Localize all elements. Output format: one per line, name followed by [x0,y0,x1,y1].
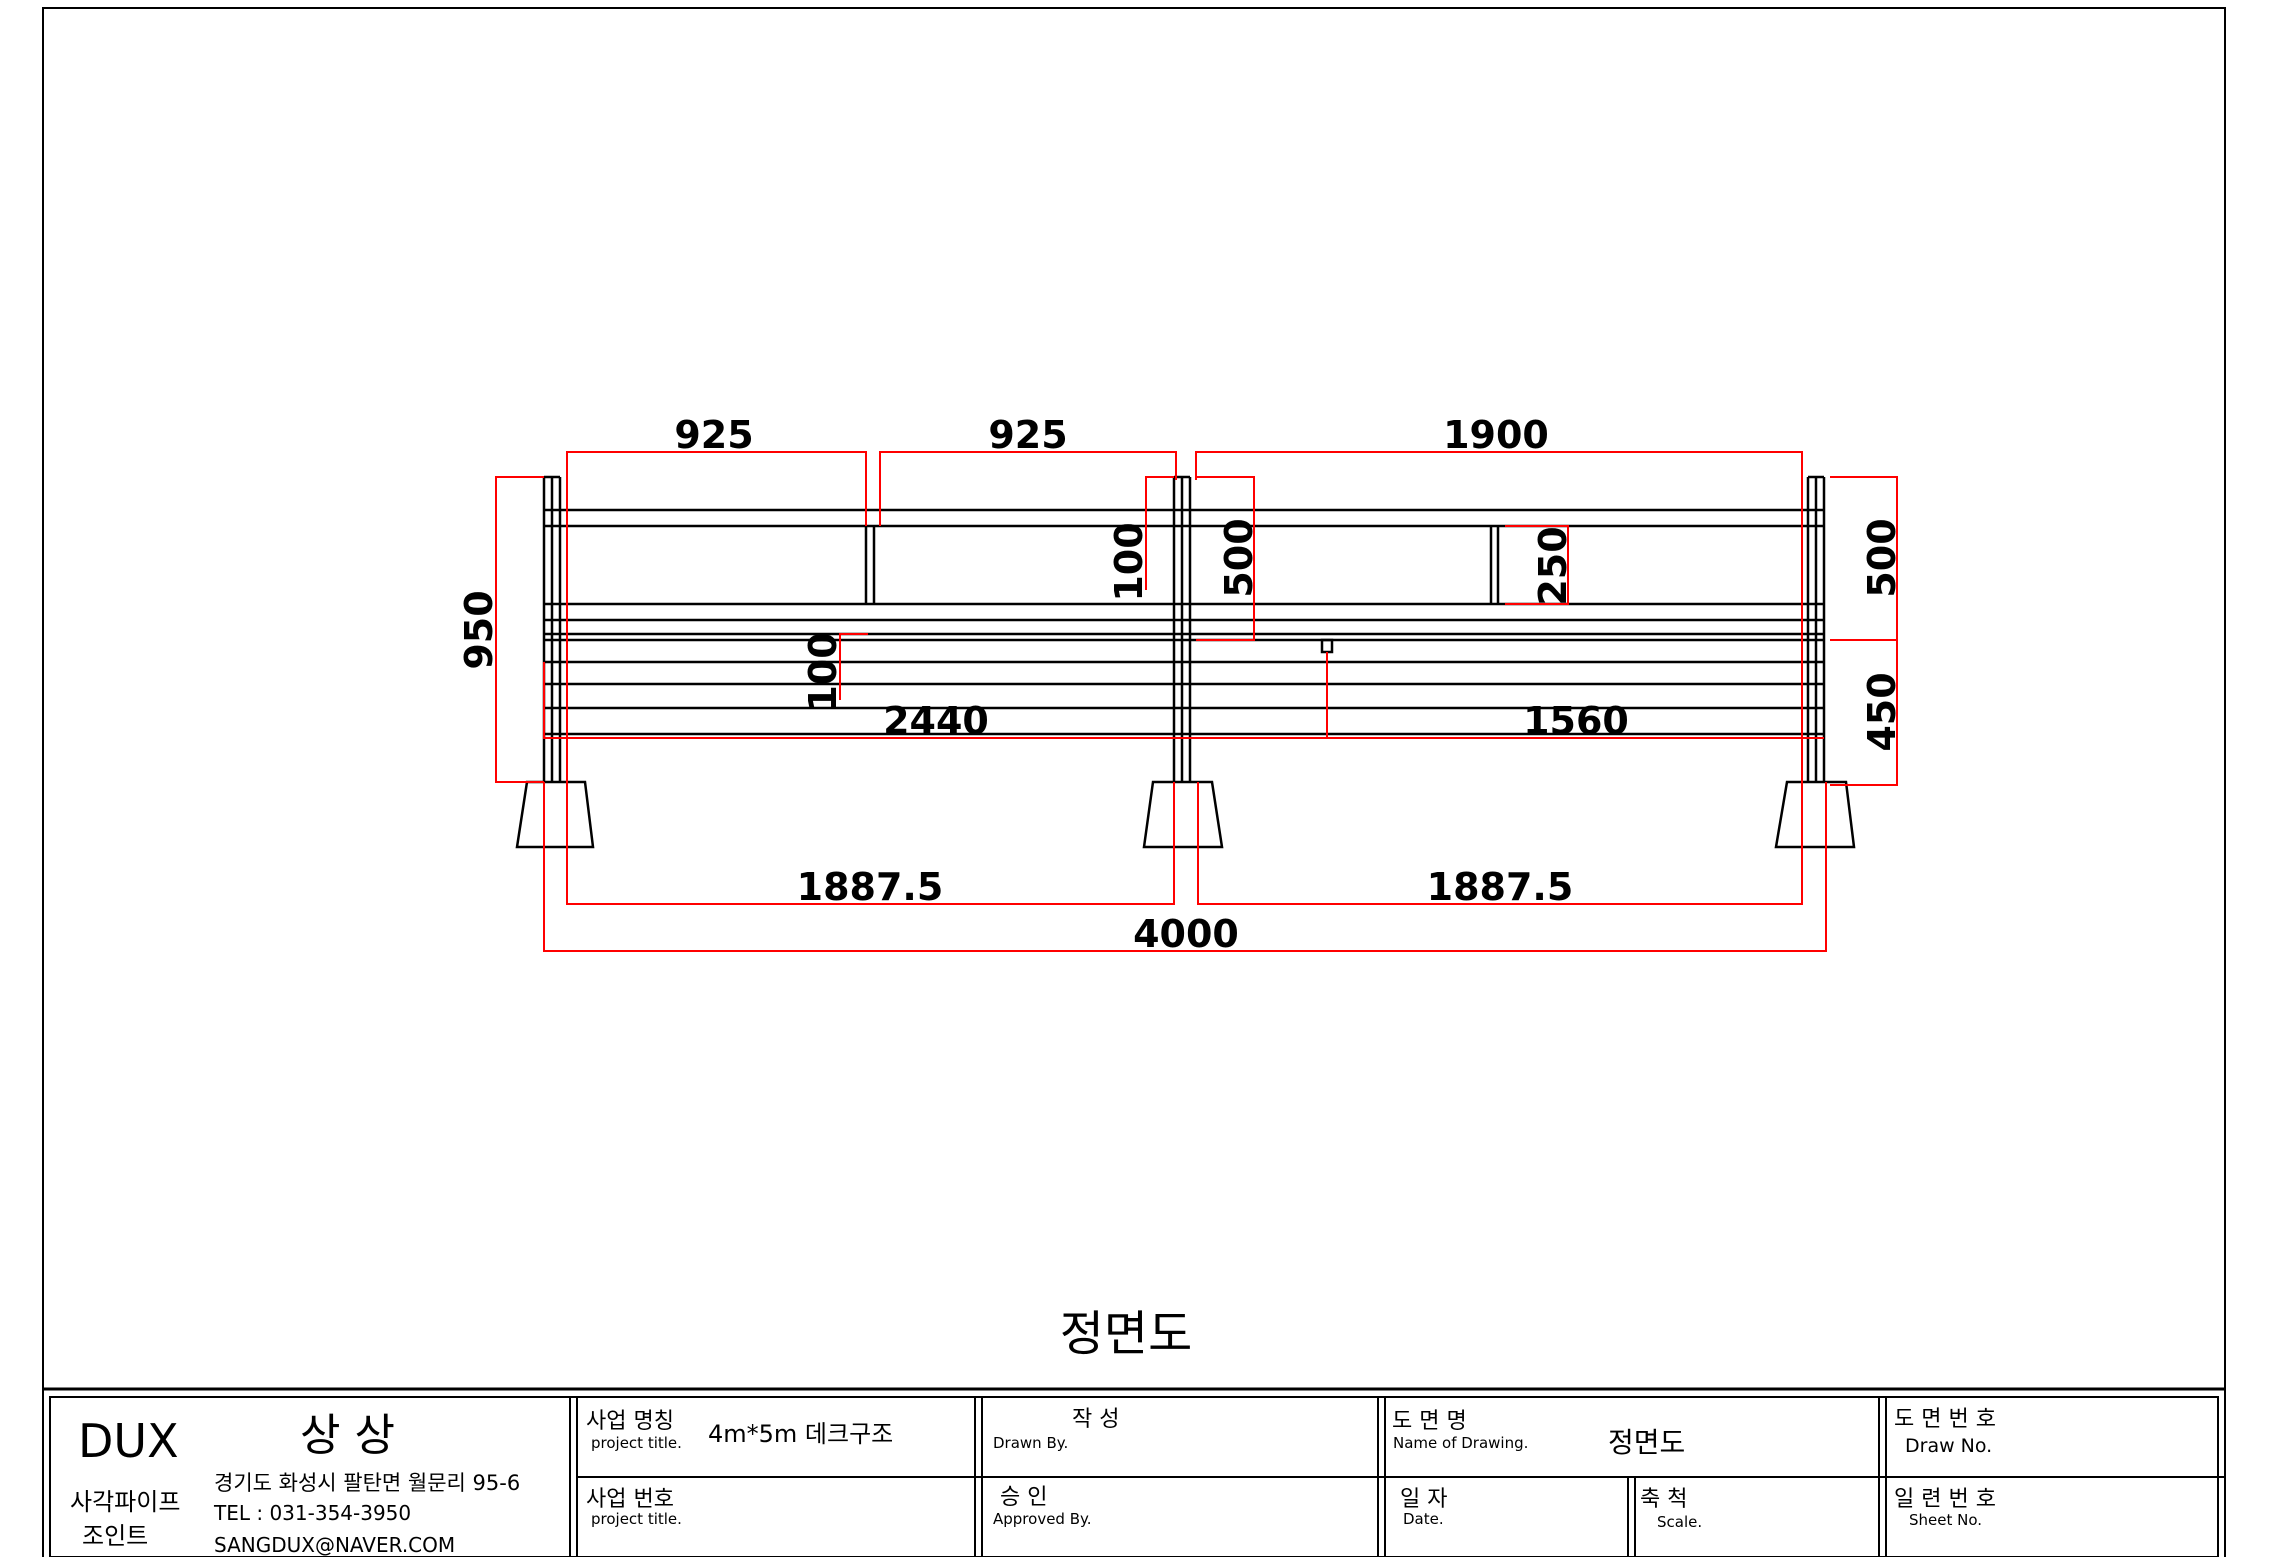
project-name-label: 사업 명칭 [586,1409,674,1434]
dim-label: 925 [674,413,753,457]
drawing-name-sub: Name of Drawing. [1393,1434,1528,1452]
title-block [43,1387,2226,1557]
sheet-border [42,7,2226,1557]
dim-label: 925 [988,413,1067,457]
dim-label: 500 [1860,518,1904,597]
dim-label: 1887.5 [797,865,944,909]
scale-sub: Scale. [1657,1513,1702,1531]
dim-line-2440 [543,662,1327,739]
project-no-sub: project title. [591,1510,682,1528]
dim-label: 250 [1531,526,1575,605]
dim-label: 2440 [883,699,989,743]
title-block-text: DUX 상 상 사각파이프 조인트 경기도 화성시 팔탄면 월문리 95-6 T… [70,1407,1996,1557]
dim-line-1887-right [1197,782,1803,905]
drawn-by-sub: Drawn By. [993,1434,1068,1452]
sheet-no-label: 일 련 번 호 [1894,1487,1996,1512]
dim-line-925-right [879,451,1177,526]
company-tel: TEL : 031-354-3950 [213,1501,411,1525]
middle-footing [1142,780,1224,849]
dim-line-500-right [1830,476,1898,641]
project-name-sub: project title. [591,1434,682,1452]
left-footing [515,780,595,849]
draw-no-label: 도 면 번 호 [1894,1407,1996,1432]
dim-line-100-lower [839,633,868,700]
company-email: SANGDUX@NAVER.COM [214,1533,455,1557]
sheet-no-sub: Sheet No. [1909,1511,1982,1529]
project-name-value: 4m*5m 데크구조 [708,1420,893,1448]
dim-label: 100 [801,632,845,711]
dim-label: 1900 [1443,413,1549,457]
dim-line-250 [1505,525,1569,605]
drawing-name-label: 도 면 명 [1392,1409,1467,1434]
brand-logo: DUX [78,1414,179,1468]
draw-no-sub: Draw No. [1905,1435,1992,1457]
drawing-name-value: 정면도 [1608,1426,1685,1459]
dim-label: 950 [457,590,501,669]
right-footing [1774,780,1856,849]
company-name: 상 상 [300,1410,395,1461]
dimension-lines [495,451,1898,952]
dim-line-925-left [566,451,867,782]
dimension-labels: 925 925 1900 950 100 100 500 250 500 450… [457,413,1904,956]
drawn-by-label: 작 성 [1072,1407,1119,1432]
dim-label: 4000 [1133,912,1239,956]
dim-line-1900 [1195,451,1803,782]
structure [515,475,1856,849]
date-label: 일 자 [1400,1487,1447,1512]
view-title: 정면도 [1060,1306,1192,1362]
dim-label: 1887.5 [1427,865,1574,909]
date-sub: Date. [1403,1510,1444,1528]
product-line-1: 사각파이프 [70,1488,180,1516]
dim-label: 100 [1107,522,1151,601]
dim-label: 450 [1860,672,1904,751]
center-marker [1320,638,1334,654]
dim-line-500-left [1196,476,1255,641]
approved-by-label: 승 인 [1000,1485,1047,1510]
scale-label: 축 척 [1640,1487,1687,1512]
dim-label: 500 [1217,518,1261,597]
approved-by-sub: Approved By. [993,1510,1092,1528]
product-line-2: 조인트 [82,1522,148,1550]
project-no-label: 사업 번호 [586,1487,674,1512]
dim-line-100-upper [1145,476,1174,590]
dim-line-1887-left [566,782,1175,905]
dim-label: 1560 [1523,699,1629,743]
dim-line-950 [495,476,544,783]
dim-line-450 [1830,640,1898,786]
company-address: 경기도 화성시 팔탄면 월문리 95-6 [214,1471,520,1495]
dim-line-4000 [543,782,1827,952]
